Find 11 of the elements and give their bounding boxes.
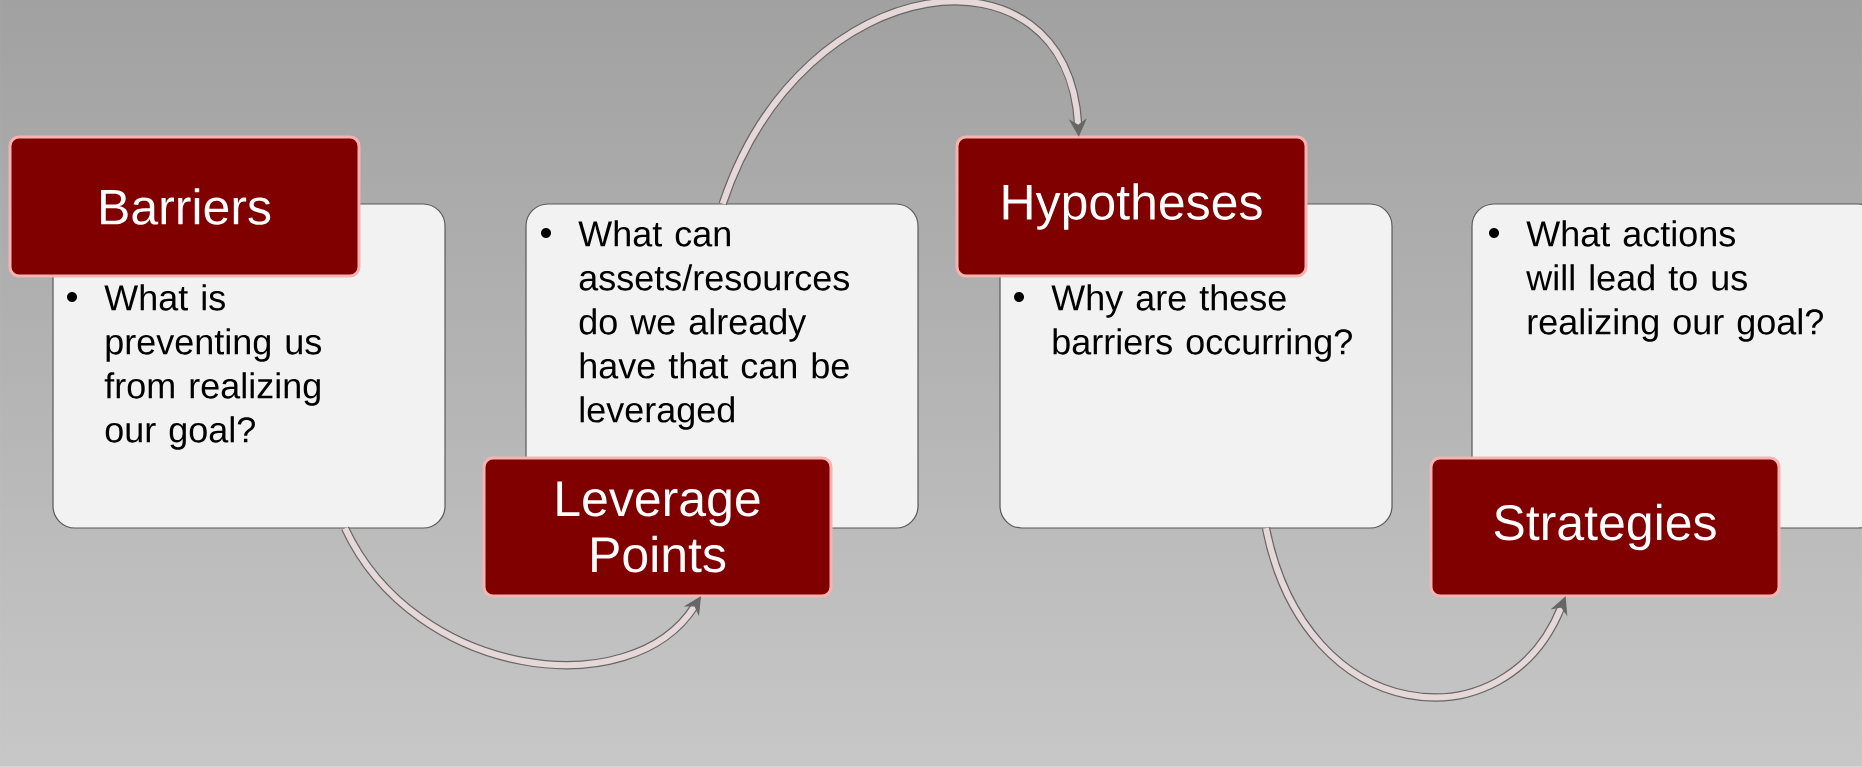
bullet-text: What can assets/resources do we already have that can be leveraged [541,220,849,430]
curved-arrow [718,0,1087,206]
header-tab: Hypotheses [955,135,1308,278]
bullet-text: What is preventing us from realizing our goal? [67,284,321,450]
curved-arrow [1261,527,1568,702]
header-tab: Leverage Points [482,456,833,598]
bullet-text: Why are these barriers occurring? [1014,284,1352,362]
curved-arrow [341,526,701,670]
bullet-text: What actions will lead to us realizing our goal? [1489,220,1823,342]
header-tab: Barriers [8,135,361,278]
header-tab: Strategies [1429,456,1781,598]
